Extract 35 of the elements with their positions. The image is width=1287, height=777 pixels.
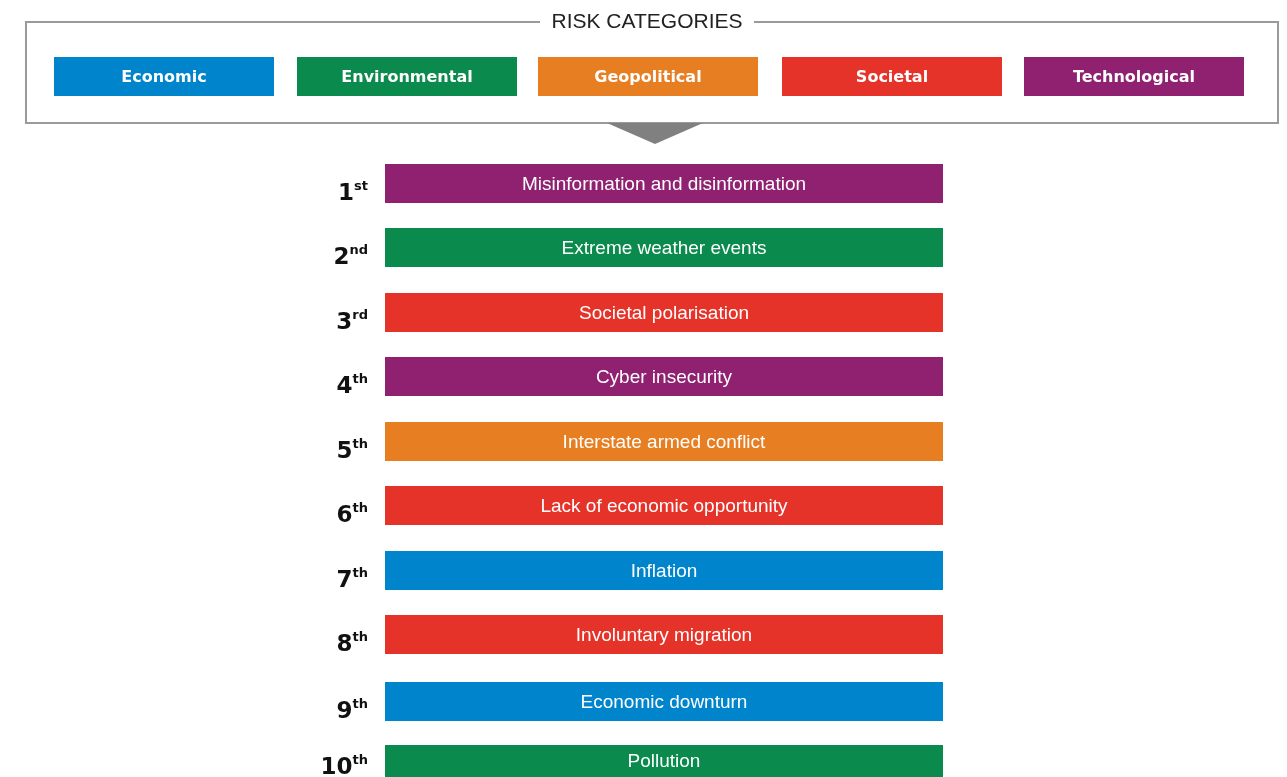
- risk-label: Pollution: [627, 750, 701, 772]
- risk-bar: [385, 615, 943, 654]
- risk-bar: [385, 486, 943, 525]
- risk-bar: [385, 228, 943, 267]
- legend-label: Technological: [1072, 67, 1196, 86]
- legend-label: Economic: [121, 67, 207, 86]
- risk-label: Extreme weather events: [561, 236, 767, 259]
- risk-bar: [385, 357, 943, 396]
- risk-label: Economic downturn: [580, 690, 748, 713]
- risk-bar: [385, 293, 943, 332]
- risk-bar: [385, 164, 943, 203]
- risk-bar: [385, 745, 943, 777]
- risk-label: Lack of economic opportunity: [540, 494, 788, 517]
- rank-label: 9$^{th}$: [335, 695, 368, 725]
- risk-label: Societal polarisation: [578, 301, 749, 324]
- risk-bar: [385, 422, 943, 461]
- risk-label: Involuntary migration: [575, 623, 753, 646]
- risk-label: Interstate armed conflict: [562, 430, 766, 453]
- legend-label: Societal: [855, 67, 929, 86]
- rank-label: 1$^{st}$: [337, 177, 368, 207]
- risk-label: Cyber insecurity: [595, 365, 733, 388]
- rank-label: 4$^{th}$: [335, 370, 368, 400]
- risk-label: Misinformation and disinformation: [521, 172, 807, 195]
- risk-label: Inflation: [630, 559, 698, 582]
- rank-label: 7$^{th}$: [335, 564, 368, 594]
- rank-label: 10$^{th}$: [319, 751, 368, 777]
- rank-label: 3$^{rd}$: [335, 306, 368, 336]
- risk-bar: [385, 682, 943, 721]
- rank-label: 5$^{th}$: [335, 435, 368, 465]
- risk-bar: [385, 551, 943, 590]
- rank-label: 2$^{nd}$: [332, 241, 368, 271]
- legend-label: Geopolitical: [594, 67, 702, 86]
- rank-label: 8$^{th}$: [335, 628, 368, 658]
- legend-label: Environmental: [341, 67, 473, 86]
- rank-label: 6$^{th}$: [335, 499, 368, 529]
